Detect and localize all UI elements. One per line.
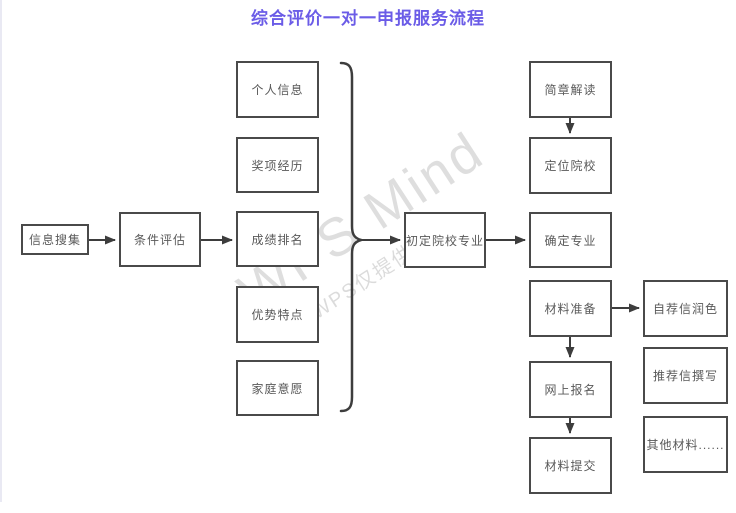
- node-material-submission: 材料提交: [529, 437, 612, 494]
- node-material-preparation: 材料准备: [529, 280, 612, 337]
- node-target-schools: 定位院校: [529, 137, 612, 194]
- node-confirm-major: 确定专业: [529, 212, 612, 268]
- node-family-wishes: 家庭意愿: [236, 360, 319, 416]
- node-brochure-reading: 简章解读: [529, 61, 612, 118]
- node-personal-info: 个人信息: [236, 61, 319, 118]
- node-recommendation-letter: 推荐信撰写: [643, 347, 728, 404]
- node-grade-ranking: 成绩排名: [236, 211, 319, 267]
- diagram-title: 综合评价一对一申报服务流程: [251, 9, 485, 28]
- brace-middle-column: [339, 61, 366, 413]
- node-condition-evaluation: 条件评估: [119, 212, 201, 267]
- node-award-experience: 奖项经历: [236, 137, 319, 193]
- node-advantage-features: 优势特点: [236, 286, 319, 343]
- page-left-border: [0, 0, 2, 502]
- node-other-materials: 其他材料......: [643, 416, 728, 473]
- node-initial-school-major: 初定院校专业: [404, 212, 486, 268]
- node-self-letter-polish: 自荐信润色: [643, 280, 728, 337]
- node-info-collection: 信息搜集: [21, 224, 89, 255]
- node-online-registration: 网上报名: [529, 361, 612, 418]
